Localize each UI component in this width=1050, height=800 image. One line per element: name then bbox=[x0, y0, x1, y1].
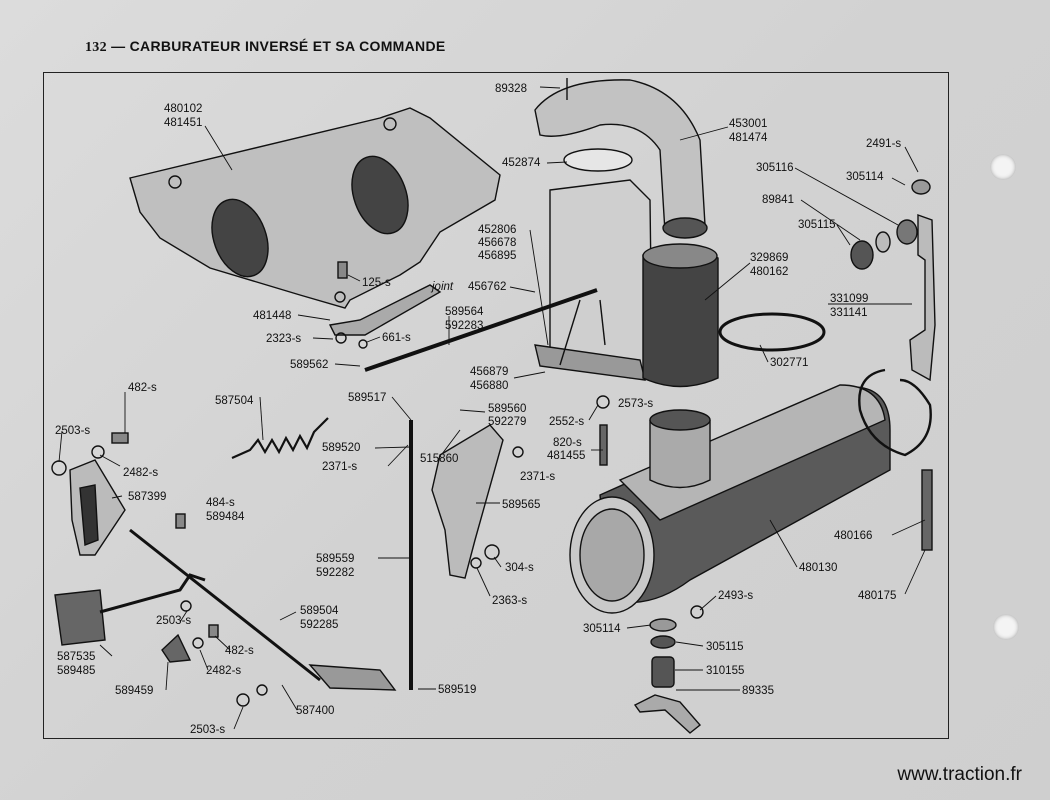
label-589519: 589519 bbox=[438, 684, 476, 696]
label-589485: 589485 bbox=[57, 665, 95, 677]
label-482-s-bottom: 482-s bbox=[225, 645, 254, 657]
heat-shield-plate bbox=[129, 107, 501, 309]
diagram-frame bbox=[43, 72, 949, 739]
label-482-s-top: 482-s bbox=[128, 382, 157, 394]
hose-clamp bbox=[718, 312, 826, 352]
label-2371-s-left: 2371-s bbox=[322, 461, 357, 473]
label-592279: 592279 bbox=[488, 416, 526, 428]
label-589565: 589565 bbox=[502, 499, 540, 511]
accelerator-pedal bbox=[54, 459, 397, 691]
label-589484: 589484 bbox=[206, 511, 245, 523]
long-bolt bbox=[921, 469, 933, 551]
label-89335: 89335 bbox=[742, 685, 774, 697]
label-456678: 456678 bbox=[478, 237, 516, 249]
label-2482-s-bottom: 2482-s bbox=[206, 665, 241, 677]
relay-bracket bbox=[431, 424, 504, 579]
label-456879: 456879 bbox=[470, 366, 508, 378]
intake-elbow bbox=[534, 78, 708, 239]
leader-lines bbox=[58, 86, 926, 730]
page-number: 132 bbox=[85, 40, 107, 55]
label-329869: 329869 bbox=[750, 252, 788, 264]
label-2363-s: 2363-s bbox=[492, 595, 527, 607]
label-480130: 480130 bbox=[799, 562, 837, 574]
label-480166: 480166 bbox=[834, 530, 872, 542]
label-589559: 589559 bbox=[316, 553, 354, 565]
label-305116: 305116 bbox=[756, 162, 794, 174]
label-480162: 480162 bbox=[750, 266, 788, 278]
page-header: 132 — CARBURATEUR INVERSÉ ET SA COMMANDE bbox=[85, 38, 446, 56]
label-481474: 481474 bbox=[729, 132, 768, 144]
label-589517: 589517 bbox=[348, 392, 386, 404]
label-331141: 331141 bbox=[830, 307, 868, 319]
site-watermark: www.traction.fr bbox=[897, 764, 1022, 785]
label-305114-bottom: 305114 bbox=[583, 623, 621, 635]
binder-hole-top bbox=[990, 154, 1016, 180]
label-587535: 587535 bbox=[57, 651, 95, 663]
label-592282: 592282 bbox=[316, 567, 354, 579]
label-joint: joint bbox=[430, 281, 454, 293]
label-453001: 453001 bbox=[729, 118, 767, 130]
label-2482-s-top: 2482-s bbox=[123, 467, 158, 479]
label-456762: 456762 bbox=[468, 281, 506, 293]
label-456880: 456880 bbox=[470, 380, 508, 392]
label-305114-top: 305114 bbox=[846, 171, 884, 183]
binder-hole-bottom bbox=[993, 614, 1019, 640]
label-2493-s: 2493-s bbox=[718, 590, 753, 602]
label-484-s: 484-s bbox=[206, 497, 235, 509]
label-302771: 302771 bbox=[770, 357, 808, 369]
label-452874: 452874 bbox=[502, 157, 541, 169]
label-661-s: 661-s bbox=[382, 332, 411, 344]
label-331099: 331099 bbox=[830, 293, 868, 305]
label-2573-s: 2573-s bbox=[618, 398, 653, 410]
throttle-lever bbox=[328, 284, 442, 336]
label-89328: 89328 bbox=[495, 83, 527, 95]
label-589520: 589520 bbox=[322, 442, 360, 454]
label-456895: 456895 bbox=[478, 250, 516, 262]
label-481455: 481455 bbox=[547, 450, 585, 462]
label-2552-s: 2552-s bbox=[549, 416, 584, 428]
page-title: CARBURATEUR INVERSÉ ET SA COMMANDE bbox=[129, 38, 446, 54]
label-481451: 481451 bbox=[164, 117, 202, 129]
rubber-sleeve bbox=[642, 243, 719, 388]
label-2491-s: 2491-s bbox=[866, 138, 901, 150]
filter-bracket bbox=[909, 214, 936, 382]
label-592283: 592283 bbox=[445, 320, 483, 332]
label-515860: 515860 bbox=[420, 453, 458, 465]
label-587400: 587400 bbox=[296, 705, 334, 717]
label-589504: 589504 bbox=[300, 605, 339, 617]
label-480102: 480102 bbox=[164, 103, 202, 115]
label-2503-s-bottom: 2503-s bbox=[190, 724, 225, 736]
air-filter bbox=[569, 384, 891, 614]
label-480175: 480175 bbox=[858, 590, 896, 602]
callout-labels: 480102 481451 89328 453001 481474 452874… bbox=[55, 83, 901, 736]
filter-clip-ring bbox=[858, 368, 932, 457]
label-305115-bottom: 305115 bbox=[706, 641, 744, 653]
label-820-s: 820-s bbox=[553, 437, 582, 449]
label-587399: 587399 bbox=[128, 491, 166, 503]
label-310155: 310155 bbox=[706, 665, 744, 677]
label-587504: 587504 bbox=[215, 395, 254, 407]
label-589562: 589562 bbox=[290, 359, 328, 371]
label-2503-s-mid: 2503-s bbox=[156, 615, 191, 627]
label-304-s: 304-s bbox=[505, 562, 534, 574]
label-589564-top: 589564 bbox=[445, 306, 484, 318]
label-452806: 452806 bbox=[478, 224, 516, 236]
label-89841: 89841 bbox=[762, 194, 794, 206]
label-125-s: 125-s bbox=[362, 277, 391, 289]
header-dash: — bbox=[111, 38, 126, 54]
carburettor bbox=[534, 179, 653, 381]
label-592285: 592285 bbox=[300, 619, 338, 631]
label-2503-s-top: 2503-s bbox=[55, 425, 90, 437]
label-589459: 589459 bbox=[115, 685, 153, 697]
label-2371-s-right: 2371-s bbox=[520, 471, 555, 483]
label-589560: 589560 bbox=[488, 403, 526, 415]
label-2323-s: 2323-s bbox=[266, 333, 301, 345]
label-305115-top: 305115 bbox=[798, 219, 836, 231]
return-spring bbox=[231, 417, 329, 460]
label-481448: 481448 bbox=[253, 310, 291, 322]
